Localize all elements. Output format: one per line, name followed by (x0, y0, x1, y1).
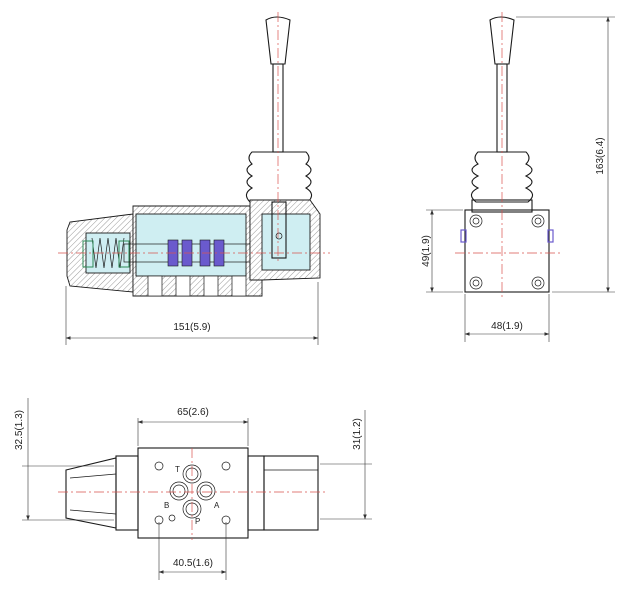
dim-top-port-spacing: 65(2.6) (137, 407, 249, 446)
dim-top-height-right-label: 31(1.2) (352, 418, 363, 450)
side-mounting-holes (469, 214, 545, 290)
dim-top-port-offset: 40.5(1.6) (158, 522, 227, 580)
dim-top-height-left-label: 32.5(1.3) (14, 410, 25, 450)
side-body (464, 209, 550, 293)
return-spring (82, 237, 130, 269)
front-section-view: 151(5.9) (58, 12, 330, 345)
top-view: T B A P 65(2.6) 32.5(1.3) 31(1.2) (14, 398, 372, 580)
port-label-b: B (164, 501, 169, 510)
dim-top-port-spacing-label: 65(2.6) (177, 407, 209, 418)
dim-side-length-label: 151(5.9) (173, 322, 210, 333)
side-view: 48(1.9) 49(1.9) 163(6.4) (421, 12, 615, 342)
handle-knob (265, 16, 291, 65)
dim-side-length: 151(5.9) (65, 282, 319, 345)
dim-side-body-height-label: 49(1.9) (421, 235, 432, 267)
port-label-p: P (195, 517, 200, 526)
side-handle-knob (489, 16, 515, 65)
top-body (137, 447, 249, 539)
top-flange-left (115, 455, 139, 531)
dim-total-height: 163(6.4) (516, 16, 615, 293)
dim-side-width-label: 48(1.9) (491, 321, 523, 332)
dim-side-width: 48(1.9) (464, 294, 550, 342)
port-channels (147, 275, 247, 297)
dim-side-body-height: 49(1.9) (421, 209, 463, 293)
top-flange-right (247, 455, 265, 531)
top-left-cap (65, 457, 117, 529)
port-label-a: A (214, 501, 220, 510)
dim-top-port-offset-label: 40.5(1.6) (173, 558, 213, 569)
bellows-boot (245, 151, 313, 203)
dim-top-height-left: 32.5(1.3) (14, 398, 114, 521)
side-bellows-boot (470, 151, 534, 203)
port-label-t: T (175, 465, 180, 474)
lever-pivot (271, 201, 287, 259)
top-right-housing (263, 455, 319, 531)
dim-total-height-label: 163(6.4) (595, 137, 606, 174)
dim-top-height-right: 31(1.2) (320, 410, 372, 520)
